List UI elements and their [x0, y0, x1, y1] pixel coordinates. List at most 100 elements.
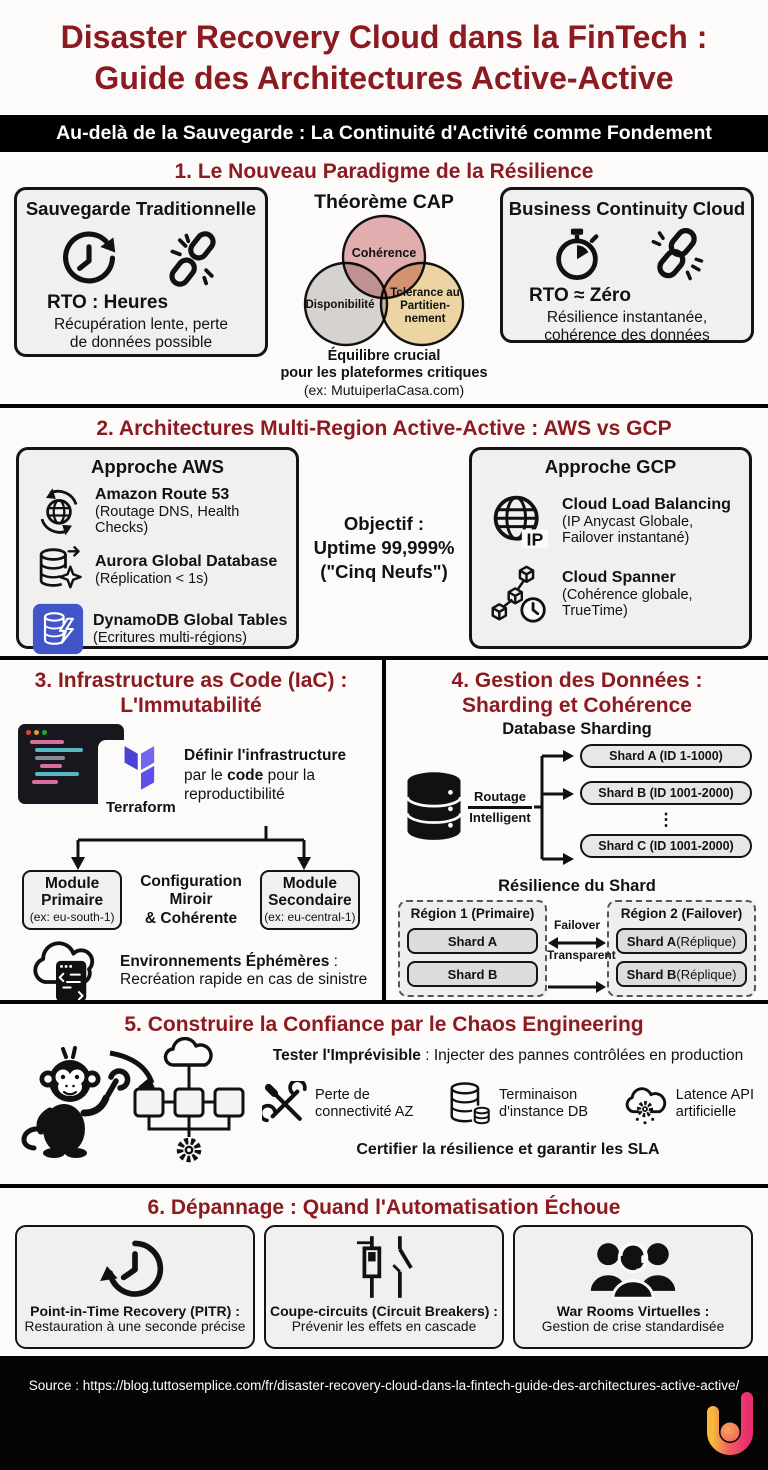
region2-shard-a-bold: Shard A — [626, 933, 677, 949]
section-4-heading: 4. Gestion des Données : Sharding et Coh… — [386, 668, 768, 718]
aws-dynamodb-name: DynamoDB Global Tables — [93, 612, 288, 630]
section-5-chaos: 5. Construire la Confiance par le Chaos … — [0, 1004, 768, 1184]
cap-theorem-title: Théorème CAP — [314, 191, 454, 214]
pitr-title: Point-in-Time Recovery (PITR) : — [30, 1303, 240, 1320]
ip-label: IP — [527, 530, 544, 550]
gcp-spanner-row: Cloud Spanner (Cohérence globale, TrueTi… — [488, 564, 749, 624]
section-4-heading-line1: 4. Gestion des Données : — [451, 669, 703, 692]
circuit-breaker-title: Coupe-circuits (Circuit Breakers) : — [270, 1303, 498, 1320]
cloud-desc: Résilience instantanée, cohérence des do… — [503, 309, 751, 345]
routing-line1: Routage — [474, 788, 526, 804]
section-2-heading: 2. Architectures Multi-Region Active-Act… — [96, 417, 672, 440]
chaos-item-latency: Latence API artificielle — [621, 1081, 754, 1127]
chaos-certify-text: Certifier la résilience et garantir les … — [356, 1141, 660, 1159]
page-title: Disaster Recovery Cloud dans la FinTech … — [0, 0, 768, 115]
database-sharding-title: Database Sharding — [502, 720, 652, 739]
globe-sync-icon — [32, 485, 86, 537]
module-primary-region: (ex: eu-south-1) — [29, 910, 115, 925]
failover-label-line2: Transparent — [547, 948, 616, 963]
mirror-config-line2: & Cohérente — [144, 909, 238, 927]
module-secondary-region: (ex: eu-central-1) — [264, 910, 356, 925]
divider — [0, 1000, 768, 1004]
cap-caption-line3: (ex: MutuiperlaCasa.com) — [303, 382, 465, 399]
war-rooms-title: War Rooms Virtuelles : — [556, 1303, 710, 1320]
database-sparkle-icon — [32, 544, 86, 596]
objective-line3: ("Cinq Neufs") — [320, 561, 448, 583]
region2-shard-b-replica: (Réplique) — [676, 966, 737, 982]
vertical-divider — [382, 660, 386, 1000]
ephemeral-colon: : — [329, 952, 338, 970]
chain-icon — [649, 226, 705, 282]
region1-shard-b-label: Shard B — [447, 966, 498, 982]
region1-shard-b-pill: Shard B — [407, 961, 538, 988]
subtitle-banner: Au-delà de la Sauvegarde : La Continuité… — [0, 115, 768, 152]
module-secondary-line1: Module — [282, 875, 337, 893]
module-primary-line1: Module — [45, 875, 100, 893]
infra-diagram-icon — [133, 1037, 245, 1163]
terraform-label: Terraform — [106, 799, 176, 817]
traditional-desc-line1: Récupération lente, perte — [53, 316, 229, 334]
circuit-breaker-card: Coupe-circuits (Circuit Breakers) : Prév… — [264, 1225, 504, 1350]
cloud-desc-line1: Résilience instantanée, — [546, 309, 708, 327]
chaos-az-line1: Perte de — [315, 1087, 370, 1104]
section-3-heading-line2: L'Immutabilité — [120, 694, 262, 718]
aws-aurora-row: Aurora Global Database (Réplication < 1s… — [32, 544, 296, 596]
aws-dynamodb-desc: (Ecritures multi-régions) — [93, 630, 247, 647]
iac-def-text1: par le — [184, 766, 228, 784]
venn-tolerance-line1: Tclérance au — [390, 287, 459, 299]
chaos-item-az-label: Perte de connectivité AZ — [315, 1087, 413, 1121]
section-6-heading: 6. Dépannage : Quand l'Automatisation Éc… — [147, 1196, 621, 1219]
mirror-config-label: Configuration Miroir & Cohérente — [122, 873, 259, 928]
gcp-loadbalancing-row: IP Cloud Load Balancing (IP Anycast Glob… — [488, 492, 749, 550]
business-continuity-title: Business Continuity Cloud — [508, 198, 746, 220]
chaos-item-db-label: Terminaison d'instance DB — [499, 1087, 588, 1121]
chaos-intro-bold: Tester l'Imprévisible — [272, 1047, 421, 1065]
ephemeral-bold: Environnements Éphémères — [120, 952, 330, 970]
aws-aurora-name: Aurora Global Database — [95, 553, 278, 571]
gcp-loadbalancing-desc2: Failover instantané) — [562, 530, 690, 547]
chaos-item-latency-label: Latence API artificielle — [676, 1087, 754, 1121]
page-title-line2: Guide des Architectures Active-Active — [94, 59, 674, 96]
aws-title: Approche AWS — [91, 456, 224, 478]
venn-tolerance-line2: Partitien- — [400, 300, 450, 312]
iac-def-bold1: Définir l'infrastructure — [184, 747, 347, 765]
traditional-backup-title: Sauvegarde Traditionnelle — [25, 198, 257, 220]
cloud-rto-metric: RTO ≈ Zéro — [529, 285, 631, 307]
region2-shard-b-bold: Shard B — [626, 966, 677, 982]
replication-arrow — [548, 981, 606, 994]
war-rooms-card: War Rooms Virtuelles : Gestion de crise … — [513, 1225, 753, 1350]
region-2-title: Région 2 (Failover) — [620, 906, 743, 922]
cap-caption-line1: Équilibre crucial — [327, 348, 441, 365]
module-primary-line2: Primaire — [41, 892, 104, 910]
crossed-tools-icon — [262, 1081, 308, 1127]
ephemeral-env-text: Environnements Éphémères : Recréation ra… — [120, 953, 367, 991]
region2-shard-a-replica: (Réplique) — [676, 933, 737, 949]
cap-venn-diagram: Cohérence Disponibilité Tclérance au Par… — [303, 214, 465, 347]
chaos-item-db: Terminaison d'instance DB — [446, 1081, 588, 1127]
shard-b-pill: Shard B (ID 1001-2000) — [580, 781, 752, 806]
section-4-heading-line2: Sharding et Cohérence — [462, 694, 692, 718]
module-secondary-line2: Secondaire — [268, 892, 352, 910]
section-1-paradigme: 1. Le Nouveau Paradigme de la Résilience… — [0, 152, 768, 404]
region2-shard-a-pill: Shard A (Réplique) — [616, 928, 747, 955]
footer: Source : https://blog.tuttosemplice.com/… — [0, 1356, 768, 1470]
chaos-item-az: Perte de connectivité AZ — [262, 1081, 413, 1127]
gcp-spanner-name: Cloud Spanner — [562, 569, 676, 586]
shard-resilience-title: Résilience du Shard — [498, 877, 656, 896]
mirror-config-line1: Configuration Miroir — [140, 873, 242, 909]
chaos-monkey-illustration — [10, 1037, 258, 1171]
chaos-az-line2: connectivité AZ — [315, 1104, 414, 1121]
shard-a-pill: Shard A (ID 1-1000) — [580, 744, 752, 769]
war-rooms-desc: Gestion de crise standardisée — [541, 1319, 725, 1335]
failover-double-arrow — [548, 937, 606, 950]
history-clock-icon — [59, 229, 119, 289]
section-3-heading: 3. Infrastructure as Code (IaC) : L'Immu… — [0, 668, 382, 718]
divider — [0, 656, 768, 660]
broken-chain-icon — [163, 229, 223, 289]
gcp-spanner-desc2: TrueTime) — [562, 603, 628, 620]
gcp-loadbalancing-name: Cloud Load Balancing — [562, 496, 731, 513]
chaos-db-line2: d'instance DB — [499, 1104, 589, 1121]
gcp-title: Approche GCP — [544, 456, 677, 478]
traditional-backup-card: Sauvegarde Traditionnelle — [14, 187, 268, 358]
